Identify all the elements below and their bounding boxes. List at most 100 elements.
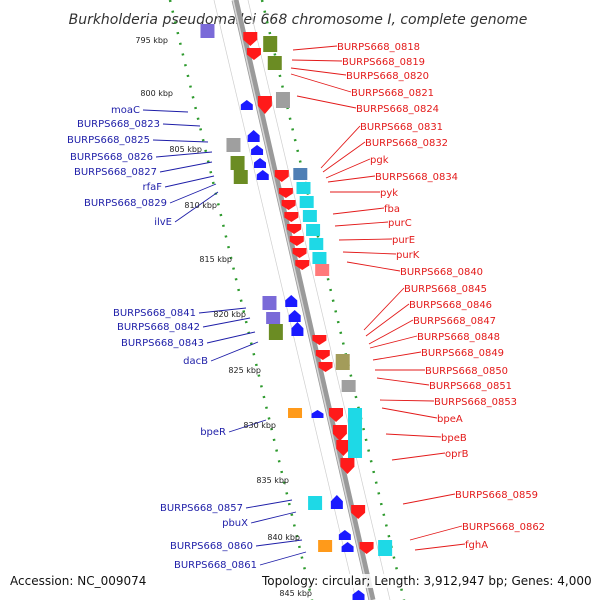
gene-arrow — [312, 335, 327, 345]
gene-label: BURPS668_0832 — [365, 138, 448, 149]
gene-arrow — [243, 32, 258, 46]
cog-box — [268, 324, 283, 340]
cog-box — [263, 36, 278, 52]
label-connector — [414, 543, 466, 551]
label-connector — [155, 151, 213, 158]
tick-ring-outer — [260, 0, 406, 600]
cog-box — [288, 408, 303, 418]
gene-label: BURPS668_0847 — [413, 316, 496, 327]
gene-arrow — [288, 310, 301, 322]
label-connector — [291, 59, 343, 62]
label-connector — [290, 73, 352, 93]
label-connector — [365, 303, 410, 337]
gene-label: oprB — [445, 449, 469, 460]
gene-label: BURPS668_0860 — [170, 541, 253, 552]
kbp-label: 795 kbp — [135, 36, 168, 45]
gene-label: purC — [388, 218, 412, 229]
gene-label: pgk — [370, 155, 389, 166]
label-connector — [376, 377, 430, 386]
gene-label: BURPS668_0820 — [346, 71, 429, 82]
kbp-label: 800 kbp — [140, 89, 173, 98]
gene-arrow — [254, 158, 267, 168]
gene-arrow — [332, 425, 347, 441]
label-connector — [402, 493, 456, 505]
label-connector — [228, 419, 267, 433]
gene-label: BURPS668_0859 — [455, 490, 538, 501]
gene-label: BURPS668_0861 — [174, 560, 257, 571]
gene-arrow — [311, 410, 324, 418]
gene-label: BURPS668_0826 — [70, 152, 153, 163]
label-connector — [379, 399, 435, 402]
label-connector — [202, 317, 251, 328]
label-connector — [327, 175, 376, 183]
backbone — [231, 0, 376, 600]
label-connector — [322, 141, 366, 173]
cog-box — [309, 238, 324, 250]
label-connector — [363, 287, 405, 331]
gene-arrow — [251, 145, 264, 155]
kbp-labels: 795 kbp 800 kbp 805 kbp 810 kbp 815 kbp … — [135, 36, 312, 598]
cog-box — [233, 170, 248, 184]
label-connector — [409, 525, 463, 541]
cog-box — [318, 540, 333, 552]
label-connector — [320, 125, 361, 169]
gene-arrow — [246, 48, 261, 60]
label-connector — [369, 335, 418, 349]
topology-text: Topology: circular; Length: 3,912,947 bp… — [262, 574, 592, 588]
cog-box — [200, 24, 215, 38]
gene-arrow — [240, 100, 253, 110]
gene-label: BURPS668_0857 — [160, 503, 243, 514]
gene-arrow — [341, 542, 354, 552]
gene-arrow — [256, 170, 269, 180]
gene-arrow — [292, 248, 307, 258]
label-connector — [159, 161, 213, 173]
cog-box — [348, 408, 363, 458]
cog-box — [267, 56, 282, 70]
label-connector — [338, 238, 393, 241]
label-connector — [334, 221, 389, 227]
gene-label: bpeB — [441, 433, 467, 444]
gene-label: BURPS668_0843 — [121, 338, 204, 349]
gene-label: BURPS668_0829 — [84, 198, 167, 209]
cog-box — [226, 138, 241, 152]
label-connector — [381, 407, 438, 419]
gene-arrow — [318, 362, 333, 372]
label-connector — [206, 331, 256, 344]
gene-arrow — [247, 130, 260, 142]
label-connector — [325, 158, 371, 179]
gene-label: BURPS668_0825 — [67, 135, 150, 146]
label-connector — [142, 109, 189, 113]
gene-label: BURPS668_0848 — [417, 332, 500, 343]
label-connector — [245, 499, 293, 509]
gene-label: purE — [392, 235, 415, 246]
left-gene-labels: moaC BURPS668_0823 BURPS668_0825 BURPS66… — [67, 105, 257, 571]
gene-label: BURPS668_0851 — [429, 381, 512, 392]
gene-label: BURPS668_0862 — [462, 522, 545, 533]
gene-label: fba — [384, 204, 400, 215]
label-connector — [368, 319, 414, 345]
kbp-label: 805 kbp — [169, 145, 202, 154]
label-connector — [255, 539, 303, 547]
gene-features-layer — [200, 24, 393, 600]
gene-arrow — [281, 200, 296, 210]
kbp-label: 815 kbp — [199, 255, 232, 264]
cog-box — [230, 156, 245, 170]
label-connector — [164, 175, 215, 188]
gene-label: BURPS668_0818 — [337, 42, 420, 53]
gene-label: moaC — [111, 105, 140, 116]
label-connector — [332, 207, 385, 215]
cog-box — [306, 224, 321, 236]
label-connector — [296, 95, 357, 109]
gene-arrow — [329, 408, 344, 422]
kbp-label: 810 kbp — [184, 201, 217, 210]
cog-box — [296, 182, 311, 194]
label-lines-layer — [142, 45, 466, 566]
gene-arrow — [257, 96, 272, 114]
gene-arrow — [278, 188, 293, 198]
gene-label: BURPS668_0819 — [342, 57, 425, 68]
cog-box — [266, 312, 281, 324]
cog-box — [335, 354, 350, 370]
gene-arrow — [274, 170, 289, 182]
label-connector — [342, 251, 397, 255]
